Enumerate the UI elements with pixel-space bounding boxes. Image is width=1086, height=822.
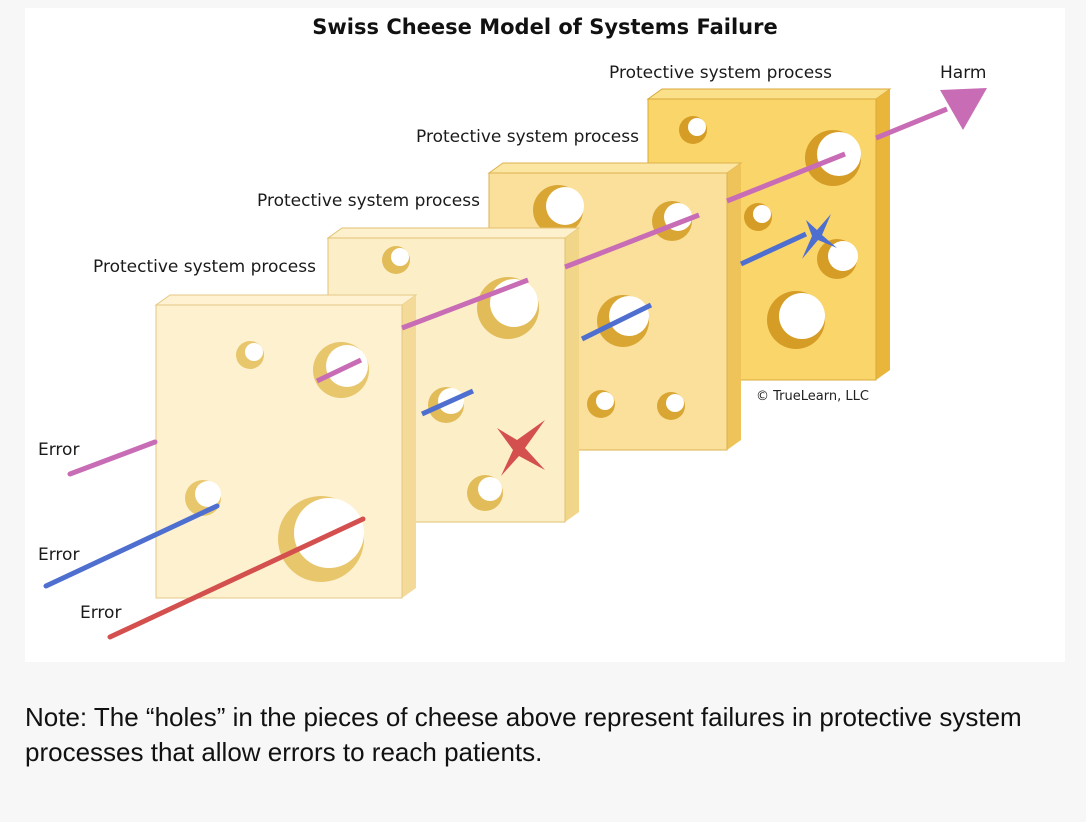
copyright-text: © TrueLearn, LLC [756,389,869,404]
blocked-x-icon [497,420,545,476]
error-path-to-harm [67,88,987,477]
swiss-cheese-diagram: Swiss Cheese Model of Systems Failure Pr… [25,8,1065,662]
note-text: Note: The “holes” in the pieces of chees… [25,702,1022,767]
arrowhead-icon [940,88,987,130]
error-label-1: Error [38,440,80,460]
blocked-x-icon [802,214,837,259]
diagram-graphic [43,88,987,640]
slice-label-4: Protective system process [609,63,832,83]
error-path-red [107,420,545,640]
error-label-2: Error [38,545,80,565]
slice-label-3: Protective system process [416,127,639,147]
slice-label-1: Protective system process [93,257,316,277]
harm-label: Harm [940,63,987,83]
slice-label-2: Protective system process [257,191,480,211]
diagram-title: Swiss Cheese Model of Systems Failure [312,15,778,39]
error-label-3: Error [80,603,122,623]
error-path-blue [43,214,837,589]
